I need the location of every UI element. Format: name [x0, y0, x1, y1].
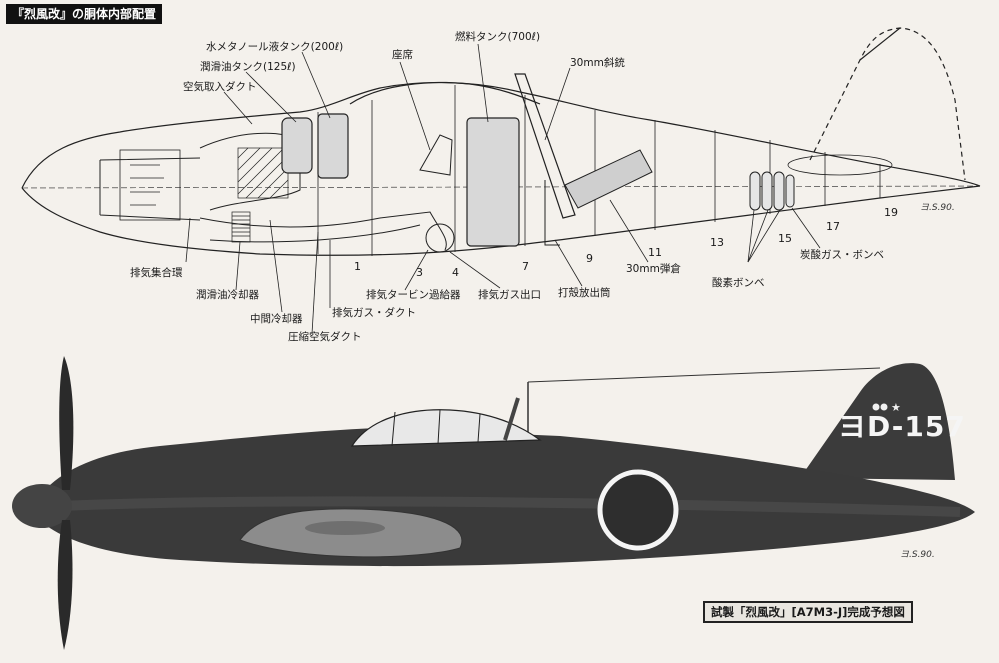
frame-number: 9	[586, 252, 593, 265]
svg-text:★: ★	[891, 401, 901, 414]
label-seat: 座席	[392, 48, 413, 61]
propeller-blade-upper	[59, 356, 74, 490]
seat-shape	[419, 134, 453, 176]
figure-caption: 試製「烈風改」[A7M3-J]完成予想図	[703, 601, 913, 623]
canopy	[350, 409, 542, 447]
frame-number: 1	[354, 260, 361, 273]
label-case-ejection-tube: 打殻放出筒	[558, 286, 611, 299]
tail-code: ヨD-157	[838, 410, 966, 443]
tail-fin-outline	[809, 27, 966, 181]
ammo-magazine-shape	[564, 149, 653, 209]
label-fuel-tank: 燃料タンク(700ℓ)	[455, 30, 540, 43]
label-exhaust-collector: 排気集合環	[130, 266, 183, 279]
label-co2-cylinder: 炭酸ガス・ボンベ	[800, 248, 884, 261]
frame-number: 17	[826, 220, 840, 233]
frame-lines	[317, 85, 881, 256]
label-compressed-air-duct: 圧縮空気ダクト	[288, 330, 362, 343]
oblique-gun-barrel	[503, 397, 520, 441]
frame-number: 19	[884, 206, 898, 219]
frame-number: 13	[710, 236, 724, 249]
oil-cooler-block	[231, 211, 251, 243]
frame-number: 15	[778, 232, 792, 245]
label-oblique-gun: 30mm斜銃	[570, 56, 625, 69]
cutaway-drawing	[21, 27, 981, 256]
frame-number: 4	[452, 266, 459, 279]
artist-signature-bottom: ヨ.S.90.	[900, 550, 935, 560]
hinomaru-roundel	[597, 469, 679, 551]
propeller-spinner	[12, 484, 72, 528]
frame-number-labels: 1 3 4 7 9 11 13 15 17 19	[354, 206, 898, 279]
oil-tank-shape	[281, 117, 313, 174]
antenna-wire	[527, 367, 881, 383]
label-ammo-magazine: 30mm弾倉	[626, 262, 681, 275]
label-intercooler: 中間冷却器	[250, 312, 303, 325]
canopy-outline	[349, 82, 541, 105]
fuselage-outline-lower	[21, 185, 981, 256]
engine-cowling	[99, 157, 201, 221]
propeller-blade-lower	[57, 520, 73, 650]
artist-signature-top: ヨ.S.90.	[920, 203, 955, 213]
water-methanol-tank-shape	[317, 113, 349, 179]
label-oil-cooler: 潤滑油冷却器	[196, 288, 259, 301]
case-ejection-shape	[544, 180, 560, 246]
frame-number: 7	[522, 260, 529, 273]
exhaust-duct-line	[199, 211, 447, 251]
frame-number: 11	[648, 246, 662, 259]
oxygen-cylinders-shape	[749, 171, 795, 211]
label-oxygen-cylinders: 酸素ボンベ	[712, 276, 765, 289]
label-exhaust-gas-duct: 排気ガス・ダクト	[332, 306, 416, 319]
label-oil-tank: 潤滑油タンク(125ℓ)	[200, 60, 296, 73]
label-turbo-supercharger: 排気タービン過給器	[366, 288, 461, 301]
page-title: 『烈風改』の胴体内部配置	[6, 4, 163, 24]
label-exhaust-outlet: 排気ガス出口	[478, 288, 541, 301]
fuel-tank-shape	[466, 117, 520, 247]
leader-lines	[185, 43, 821, 335]
turbo-supercharger-shape	[425, 223, 455, 253]
oblique-gun-shape	[514, 73, 576, 219]
label-water-methanol-tank: 水メタノール液タンク(200ℓ)	[206, 40, 343, 53]
frame-number: 3	[416, 266, 423, 279]
side-profile: ★ ヨD-157	[12, 356, 975, 650]
label-air-intake-duct: 空気取入ダクト	[183, 80, 257, 93]
intercooler-hatch	[237, 147, 289, 199]
tail-fin	[800, 363, 955, 480]
